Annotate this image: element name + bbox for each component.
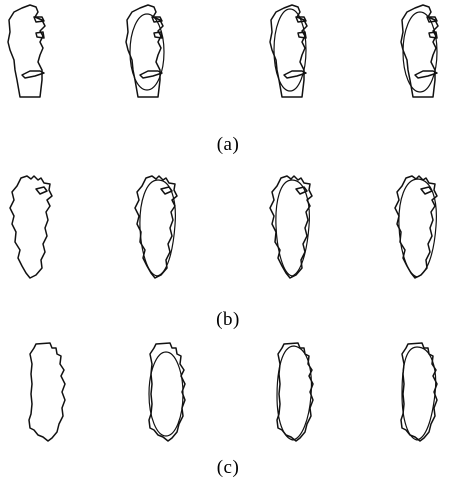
face-contour-with-model xyxy=(262,0,322,110)
row-c xyxy=(0,338,456,453)
panel-a-2 xyxy=(118,0,178,110)
face-contour-drawing xyxy=(0,170,70,290)
panel-c-4 xyxy=(382,338,452,448)
panel-c-3 xyxy=(258,338,328,448)
row-b xyxy=(0,170,456,300)
panel-c-2 xyxy=(130,338,200,448)
caption-b: (b) xyxy=(0,309,456,331)
panel-b-2 xyxy=(125,170,195,290)
panel-a-4 xyxy=(393,0,453,110)
panel-a-1 xyxy=(0,0,60,110)
panel-a-3 xyxy=(262,0,322,110)
face-contour-with-model xyxy=(385,170,455,290)
face-contour-with-model xyxy=(125,170,195,290)
face-contour-drawing xyxy=(10,338,80,448)
face-contour-with-model xyxy=(393,0,453,110)
panel-b-1 xyxy=(0,170,70,290)
panel-c-1 xyxy=(10,338,80,448)
face-contour-with-model xyxy=(382,338,452,448)
face-contour-with-model xyxy=(260,170,330,290)
face-contour-drawing xyxy=(0,0,60,110)
face-contour-with-model xyxy=(118,0,178,110)
row-a xyxy=(0,0,456,120)
caption-c: (c) xyxy=(0,457,456,479)
face-contour-with-model xyxy=(130,338,200,448)
caption-a: (a) xyxy=(0,134,456,156)
face-contour-with-model xyxy=(258,338,328,448)
panel-b-3 xyxy=(260,170,330,290)
panel-b-4 xyxy=(385,170,455,290)
